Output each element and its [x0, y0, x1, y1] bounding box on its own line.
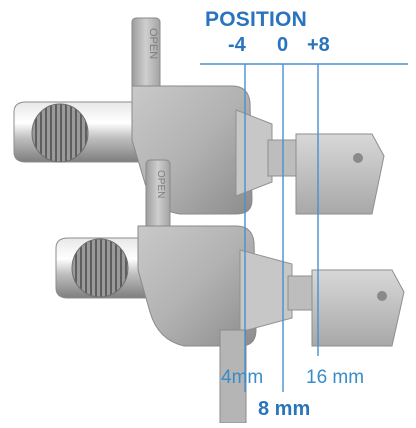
upper-knurled-knob	[31, 103, 89, 163]
position-label-0: 0	[277, 34, 289, 56]
position-label-plus-8: +8	[307, 34, 330, 56]
measurement-left: 4mm	[221, 367, 264, 388]
lower-clamp: OPEN	[55, 159, 405, 424]
upper-lever-engraving: OPEN	[147, 28, 159, 59]
lower-collar	[239, 249, 293, 333]
lower-post	[219, 329, 247, 424]
lower-jaw-screw	[377, 291, 387, 301]
measurement-right: 16 mm	[306, 367, 365, 388]
lower-jaw	[311, 269, 405, 347]
upper-collar	[235, 109, 273, 197]
upper-jaw	[295, 133, 385, 215]
measurement-center: 8 mm	[258, 398, 311, 420]
upper-jaw-screw	[353, 153, 363, 163]
lower-body	[137, 225, 257, 347]
lower-lever-engraving: OPEN	[155, 170, 166, 198]
position-label-minus-4: -4	[228, 34, 246, 56]
position-lines	[200, 63, 408, 392]
lower-shaft	[287, 275, 315, 311]
lower-knurled-knob	[71, 238, 129, 298]
position-title: POSITION	[205, 8, 307, 31]
